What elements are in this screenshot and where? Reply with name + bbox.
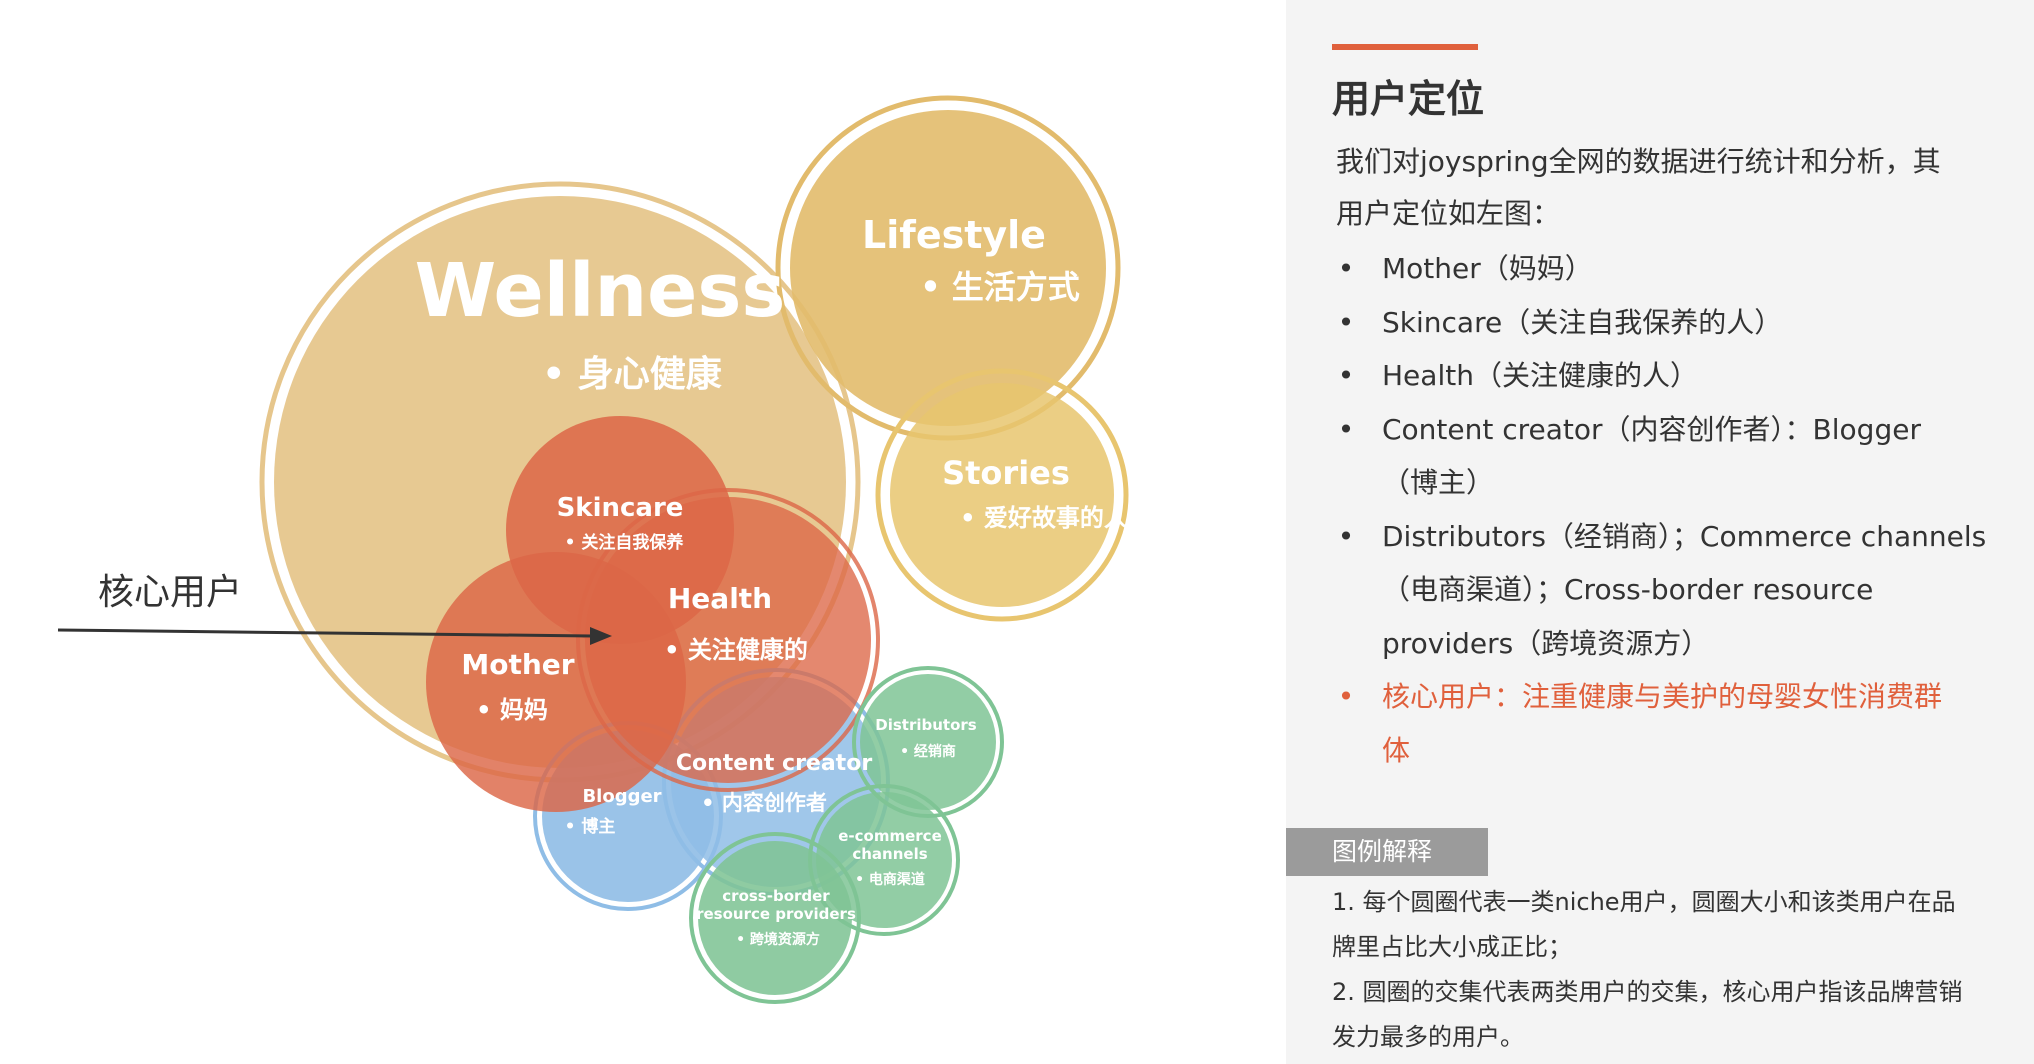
- health-title: Health: [668, 582, 772, 615]
- circle-health: [576, 488, 880, 792]
- bullet-dot: •: [1337, 305, 1355, 339]
- list-item-core-user: • 核心用户：注重健康与美护的母婴女性消费群 体: [1336, 670, 2016, 777]
- legend-note-1-line-2: 牌里占比大小成正比；: [1332, 933, 1572, 961]
- list-item-text-line-1: Distributors（经销商）；Commerce channels: [1382, 519, 1987, 553]
- list-item-text: Skincare（关注自我保养的人）: [1382, 305, 1783, 339]
- blogger-title: Blogger: [582, 786, 661, 807]
- legend-note-2-line-1: 2. 圆圈的交集代表两类用户的交集，核心用户指该品牌营销: [1332, 978, 1963, 1006]
- legend-note-2-line-2: 发力最多的用户。: [1332, 1023, 1524, 1051]
- list-item-text-line-2: （博主）: [1382, 466, 1495, 499]
- ecommerce-title-line2: channels: [852, 845, 927, 863]
- list-item-content-creator: • Content creator（内容创作者）：Blogger （博主）: [1336, 403, 2016, 510]
- list-item-text: Mother（妈妈）: [1382, 252, 1593, 285]
- circle-crossborder: [689, 832, 861, 1004]
- distributors-subtitle: • 经销商: [900, 743, 956, 760]
- content-creator-title: Content creator: [676, 751, 872, 776]
- user-type-list: • Mother（妈妈） • Skincare（关注自我保养的人） • Heal…: [1336, 242, 2016, 777]
- crossborder-subtitle: • 跨境资源方: [736, 931, 820, 948]
- intro-line-1: 我们对joyspring全网的数据进行统计和分析，其: [1336, 145, 1941, 178]
- bullet-dot: •: [1337, 412, 1355, 446]
- skincare-subtitle: • 关注自我保养: [565, 532, 685, 553]
- wellness-subtitle: • 身心健康: [542, 353, 722, 395]
- mother-subtitle: • 妈妈: [476, 696, 548, 724]
- distributors-title: Distributors: [875, 716, 977, 734]
- core-user-label: 核心用户: [98, 572, 242, 613]
- blogger-subtitle: • 博主: [565, 816, 616, 837]
- intro-text: 我们对joyspring全网的数据进行统计和分析，其 用户定位如左图：: [1336, 136, 1996, 240]
- list-item-text-line-3: providers（跨境资源方）: [1382, 626, 1710, 660]
- health-subtitle: • 关注健康的: [664, 636, 808, 664]
- lifestyle-title: Lifestyle: [862, 213, 1046, 257]
- panel-title: 用户定位: [1332, 77, 1485, 121]
- list-item-text-line-2: （电商渠道）；Cross-border resource: [1382, 573, 1874, 606]
- legend-note-1-line-1: 1. 每个圆圈代表一类niche用户，圆圈大小和该类用户在品: [1332, 888, 1956, 916]
- title-accent-bar: [1332, 44, 1478, 50]
- diagram-canvas: Wellness • 身心健康 Lifestyle • 生活方式 Stories…: [57, 95, 1129, 1004]
- list-item-skincare: • Skincare（关注自我保养的人）: [1336, 296, 2016, 350]
- lifestyle-subtitle: • 生活方式: [920, 268, 1080, 306]
- bullet-dot: •: [1337, 252, 1355, 285]
- content-creator-subtitle: • 内容创作者: [701, 791, 827, 815]
- core-user-arrow: [57, 627, 612, 645]
- list-item-mother: • Mother（妈妈）: [1336, 242, 2016, 296]
- mother-title: Mother: [461, 648, 574, 681]
- list-item-text-line-1: Content creator（内容创作者）：Blogger: [1382, 412, 1921, 446]
- crossborder-title-line2: resource providers: [696, 905, 856, 923]
- list-item-health: • Health（关注健康的人）: [1336, 349, 2016, 403]
- explanation-panel: 用户定位 我们对joyspring全网的数据进行统计和分析，其 用户定位如左图：…: [1286, 0, 2034, 1064]
- list-item-distributors: • Distributors（经销商）；Commerce channels （电…: [1336, 510, 2016, 671]
- skincare-title: Skincare: [557, 493, 684, 523]
- circle-stories: [875, 368, 1129, 622]
- stories-title: Stories: [942, 454, 1070, 492]
- legend-notes: 1. 每个圆圈代表一类niche用户，圆圈大小和该类用户在品 牌里占比大小成正比…: [1332, 880, 2012, 1060]
- ecommerce-title-line1: e-commerce: [838, 827, 942, 845]
- bullet-dot: •: [1337, 519, 1355, 553]
- list-item-text: Health（关注健康的人）: [1382, 359, 1698, 392]
- list-item-text-line-1: 核心用户：注重健康与美护的母婴女性消费群: [1382, 680, 1943, 713]
- bullet-dot: •: [1337, 680, 1355, 713]
- legend-tab: 图例解释: [1286, 828, 1488, 876]
- intro-line-2: 用户定位如左图：: [1336, 197, 1561, 230]
- ecommerce-subtitle: • 电商渠道: [855, 871, 925, 888]
- bullet-dot: •: [1337, 359, 1355, 392]
- list-item-text-line-2: 体: [1382, 733, 1411, 767]
- stories-subtitle: • 爱好故事的人: [960, 504, 1128, 532]
- user-positioning-diagram: Wellness • 身心健康 Lifestyle • 生活方式 Stories…: [57, 95, 1129, 1004]
- crossborder-title-line1: cross-border: [722, 887, 830, 905]
- wellness-title: Wellness: [415, 248, 786, 334]
